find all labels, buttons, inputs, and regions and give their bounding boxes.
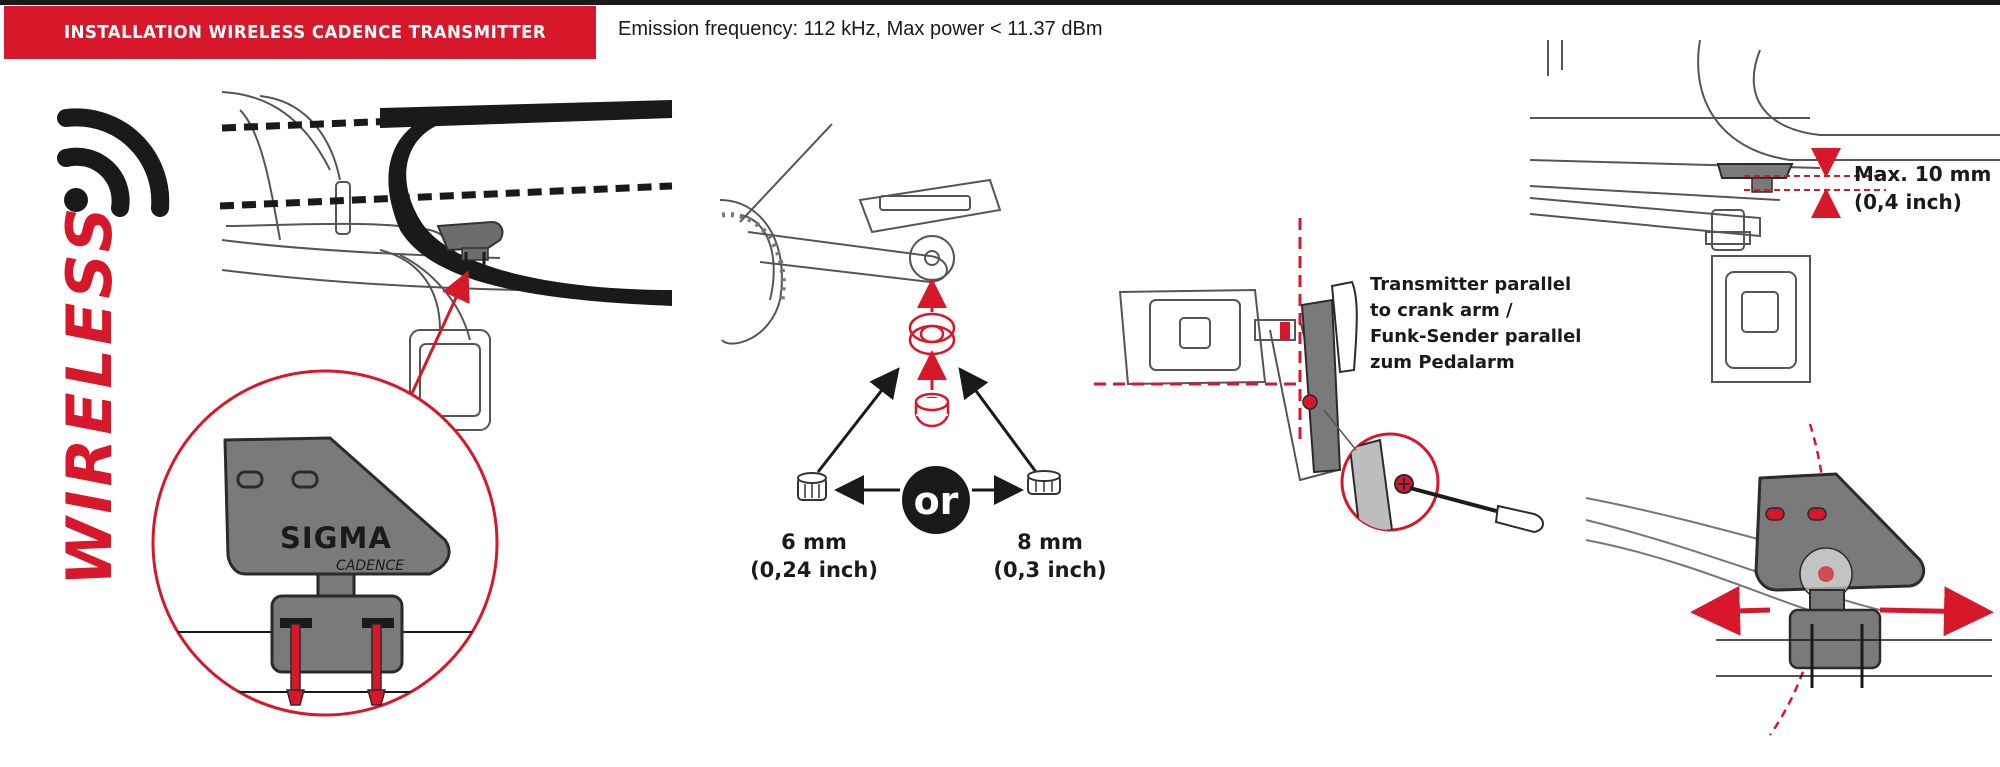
header-bar: INSTALLATION WIRELESS CADENCE TRANSMITTE… [4, 6, 596, 59]
distance-inch: (0,4 inch) [1854, 190, 1962, 214]
chainring-teeth [721, 212, 786, 301]
emission-info: Emission frequency: 112 kHz, Max power <… [618, 18, 1103, 40]
screw-zoom-circle [1323, 409, 1440, 532]
size-8mm: 8 mm [1017, 530, 1083, 554]
chainstay-drawing [1529, 39, 2000, 383]
top-sensor [1716, 163, 1794, 193]
header-title: INSTALLATION WIRELESS CADENCE TRANSMITTE… [64, 22, 547, 43]
distance-max: Max. 10 mm [1854, 162, 1992, 186]
zoom-arrow [406, 270, 470, 403]
chain-upper [221, 106, 673, 132]
left-arrow-up [816, 367, 900, 473]
crank-drawing [719, 123, 1002, 345]
sensor-model: CADENCE [336, 558, 404, 574]
size-6mm-inch: (0,24 inch) [750, 558, 878, 582]
size-6mm-label: 6 mm (0,24 inch) [744, 528, 884, 584]
alignment-line-4: zum Pedalarm [1370, 352, 1515, 373]
mounted-transmitter [1280, 280, 1358, 474]
alignment-line-3: Funk-Sender parallel [1370, 326, 1582, 347]
alignment-line-1: Transmitter parallel [1370, 274, 1572, 295]
tire [388, 108, 672, 306]
size-8mm-inch: (0,3 inch) [993, 558, 1107, 582]
alignment-note: Transmitter parallel to crank arm / Funk… [1370, 272, 1630, 376]
or-badge [902, 466, 970, 534]
spacer-stack [908, 312, 956, 428]
or-label: or [913, 479, 959, 523]
sensor-body [223, 436, 451, 576]
spacer-6mm [797, 472, 827, 501]
zoom-circle: SIGMA CADENCE [151, 369, 499, 717]
screwdriver [1409, 486, 1544, 534]
distance-label: Max. 10 mm (0,4 inch) [1854, 160, 1994, 216]
sensor-brand: SIGMA [280, 521, 392, 555]
size-8mm-label: 8 mm (0,3 inch) [980, 528, 1120, 584]
top-rule [0, 0, 2000, 5]
mounted-sensor [436, 220, 504, 268]
sweep-arrow-right [1879, 586, 1994, 637]
sweep-arrow-left [1690, 585, 1771, 636]
wireless-icon [57, 108, 170, 217]
clearance-marker [1744, 148, 1886, 218]
chain-lower [219, 182, 673, 210]
right-arrow-up [958, 367, 1038, 473]
size-6mm: 6 mm [781, 530, 847, 554]
alignment-line-2: to crank arm / [1370, 300, 1513, 321]
lower-sensor [1716, 472, 1992, 688]
spacer-8mm [1027, 470, 1061, 495]
